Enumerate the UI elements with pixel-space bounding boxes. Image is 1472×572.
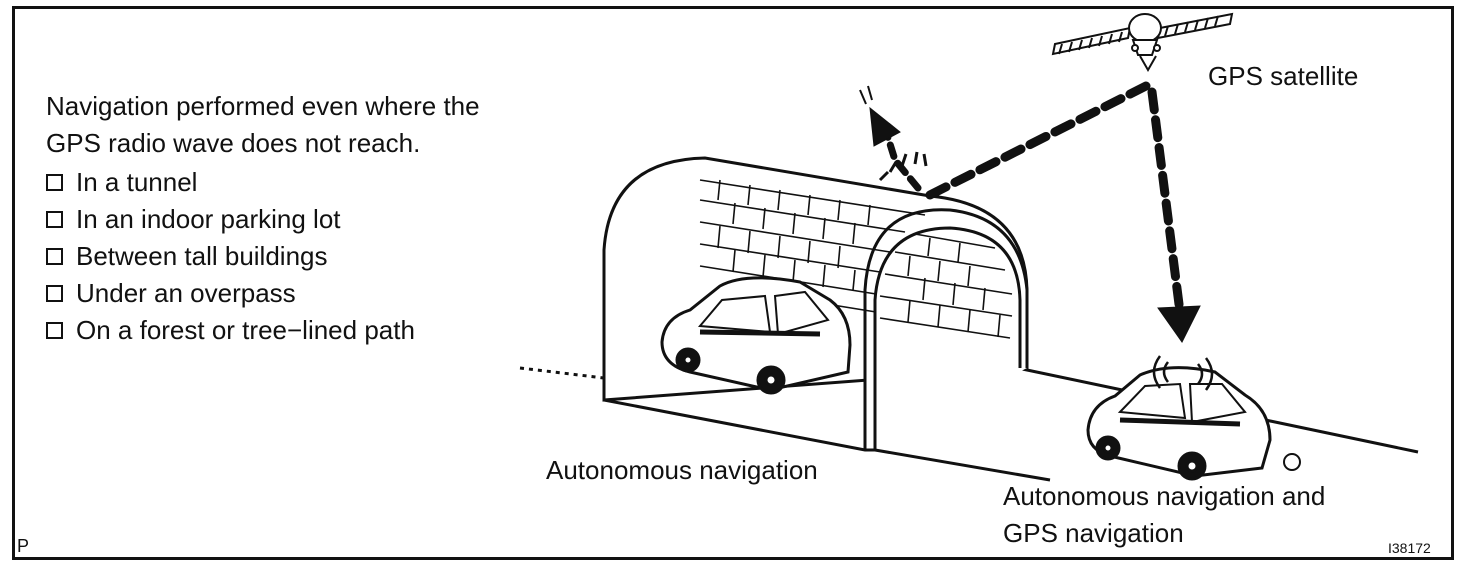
condition-item: In an indoor parking lot [46,201,415,238]
figure-frame [12,6,1454,560]
car-gps [1086,366,1301,481]
intro-line-1: Navigation performed even where the [46,91,480,121]
autonomous-label: Autonomous navigation [546,455,818,485]
figure-code: I38172 [1388,540,1431,556]
checkbox-icon [46,211,63,228]
checkbox-icon [46,322,63,339]
checkbox-icon [46,248,63,265]
condition-list: In a tunnel In an indoor parking lot Bet… [46,164,415,349]
satellite-label: GPS satellite [1208,61,1359,91]
signal-blocked-marks [878,151,928,182]
condition-label: Under an overpass [76,278,296,308]
reception-waves [1152,355,1214,391]
condition-item: In a tunnel [46,164,415,201]
combined-label-line-1: Autonomous navigation and [1003,481,1326,511]
checkbox-icon [46,285,63,302]
corner-mark: P [17,536,30,556]
intro-text: Navigation performed even where the GPS … [46,88,480,162]
condition-label: Between tall buildings [76,241,328,271]
condition-label: In an indoor parking lot [76,204,341,234]
satellite-icon [1051,12,1234,73]
checkbox-icon [46,174,63,191]
combined-label: Autonomous navigation and GPS navigation [1003,478,1325,552]
car-autonomous [660,276,852,395]
combined-label-line-2: GPS navigation [1003,518,1184,548]
signal-arrows [859,85,1201,343]
condition-label: In a tunnel [76,167,198,197]
condition-item: Under an overpass [46,275,415,312]
brick-pattern [699,179,1013,339]
condition-item: Between tall buildings [46,238,415,275]
condition-label: On a forest or tree−lined path [76,315,415,345]
condition-item: On a forest or tree−lined path [46,312,415,349]
intro-line-2: GPS radio wave does not reach. [46,128,421,158]
